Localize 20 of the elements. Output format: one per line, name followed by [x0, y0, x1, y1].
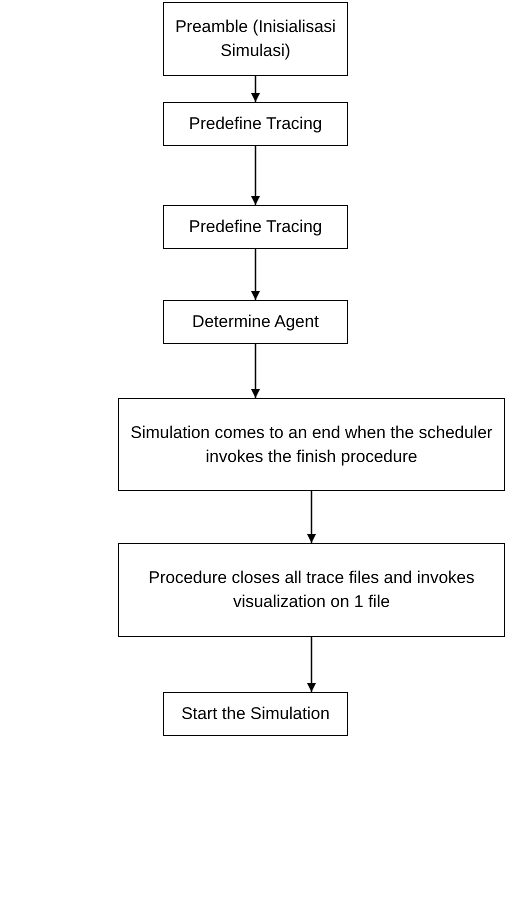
arrow	[251, 344, 260, 398]
box-label: Preamble (Inisialisasi Simulasi)	[174, 16, 337, 62]
box-label: Simulation comes to an end when the scheduler invokes the finish procedure	[130, 422, 494, 468]
box-label: Start the Simulation	[181, 703, 330, 725]
arrow	[251, 76, 260, 102]
arrow	[307, 491, 316, 543]
process-box	[163, 300, 348, 344]
box-label: Procedure closes all trace files and invokes visualization on 1 file	[148, 567, 476, 613]
arrow	[307, 637, 316, 692]
arrow	[251, 146, 260, 205]
process-box	[163, 102, 348, 146]
process-box	[163, 692, 348, 736]
box-label: Predefine Tracing	[188, 216, 322, 238]
process-box	[163, 2, 348, 76]
process-box	[118, 398, 505, 491]
box-label: Determine Agent	[192, 311, 319, 333]
process-box	[118, 543, 505, 637]
arrow	[251, 249, 260, 300]
process-box	[163, 205, 348, 249]
box-label: Predefine Tracing	[188, 113, 322, 135]
